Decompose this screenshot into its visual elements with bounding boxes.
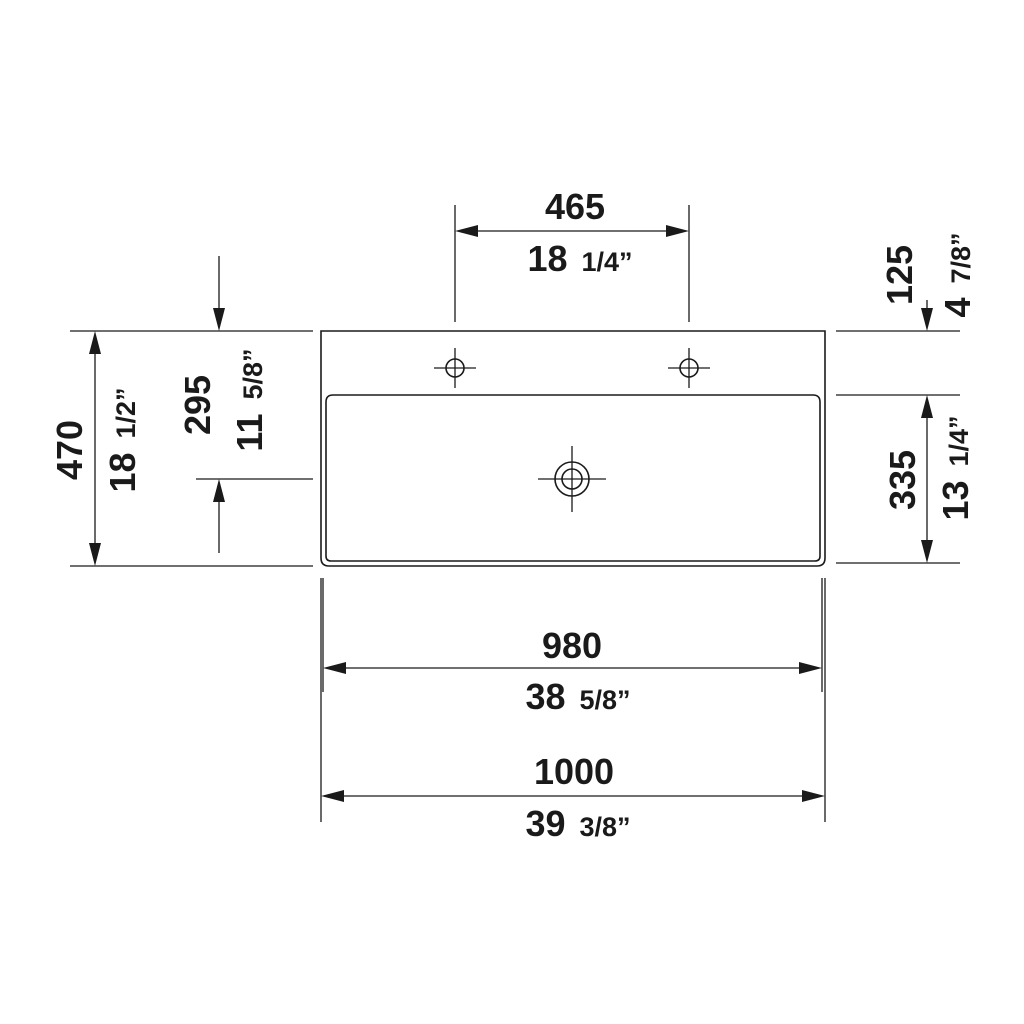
svg-text:11 5/8”: 11 5/8” — [229, 348, 270, 451]
extension-lines — [70, 205, 960, 822]
bowl-depth-in-frac: 1/4” — [944, 415, 974, 466]
svg-text:18 1/2”: 18 1/2” — [102, 387, 143, 492]
total-width-mm: 1000 — [534, 751, 614, 792]
dim-line-rim-to-holes — [921, 300, 933, 331]
dim-line-total-width — [321, 790, 825, 802]
label-hole-spacing: 465 18 1/4” — [527, 186, 632, 279]
rim-to-holes-in-frac: 7/8” — [946, 232, 976, 283]
total-width-in-frac: 3/8” — [580, 812, 631, 842]
total-depth-mm: 470 — [49, 420, 90, 480]
basin-bowl-edge — [325, 394, 821, 562]
drain-hole — [538, 446, 606, 512]
bowl-width-in-frac: 5/8” — [580, 685, 631, 715]
basin-outer-edge — [320, 330, 826, 567]
basin-outline — [320, 330, 826, 567]
rim-to-holes-in-whole: 4 — [937, 298, 978, 318]
dim-line-hole-spacing — [455, 225, 689, 237]
svg-text:38 5/8”: 38 5/8” — [525, 676, 630, 717]
bowl-depth-in-whole: 13 — [935, 481, 976, 521]
svg-text:18 1/4”: 18 1/4” — [527, 238, 632, 279]
svg-text:13 1/4”: 13 1/4” — [935, 415, 976, 520]
total-width-in-whole: 39 — [525, 803, 565, 844]
drain-depth-in-frac: 5/8” — [238, 348, 268, 399]
tap-hole-right — [668, 348, 710, 388]
dim-line-bowl-width — [323, 662, 822, 674]
drain-depth-in-whole: 11 — [229, 414, 270, 452]
rim-to-holes-mm: 125 — [879, 245, 920, 305]
hole-spacing-in-frac: 1/4” — [582, 247, 633, 277]
hole-spacing-in-whole: 18 — [527, 238, 567, 279]
label-total-depth: 470 — [49, 420, 90, 480]
svg-text:39 3/8”: 39 3/8” — [525, 803, 630, 844]
label-bowl-depth: 335 — [882, 450, 923, 510]
bowl-width-in-whole: 38 — [525, 676, 565, 717]
label-total-width: 1000 39 3/8” — [525, 751, 630, 844]
bowl-width-mm: 980 — [542, 625, 602, 666]
label-rim-to-holes: 125 — [879, 245, 920, 305]
tap-hole-left — [434, 348, 476, 388]
bowl-depth-mm: 335 — [882, 450, 923, 510]
svg-text:4 7/8”: 4 7/8” — [937, 232, 978, 317]
dim-line-drain-depth — [213, 256, 225, 553]
dim-line-total-depth — [89, 331, 101, 566]
label-bowl-width: 980 38 5/8” — [525, 625, 630, 717]
total-depth-in-whole: 18 — [102, 453, 143, 493]
label-drain-depth: 295 — [177, 375, 218, 435]
hole-spacing-mm: 465 — [545, 186, 605, 227]
total-depth-in-frac: 1/2” — [111, 387, 141, 438]
drain-depth-mm: 295 — [177, 375, 218, 435]
dim-line-bowl-depth — [921, 395, 933, 563]
